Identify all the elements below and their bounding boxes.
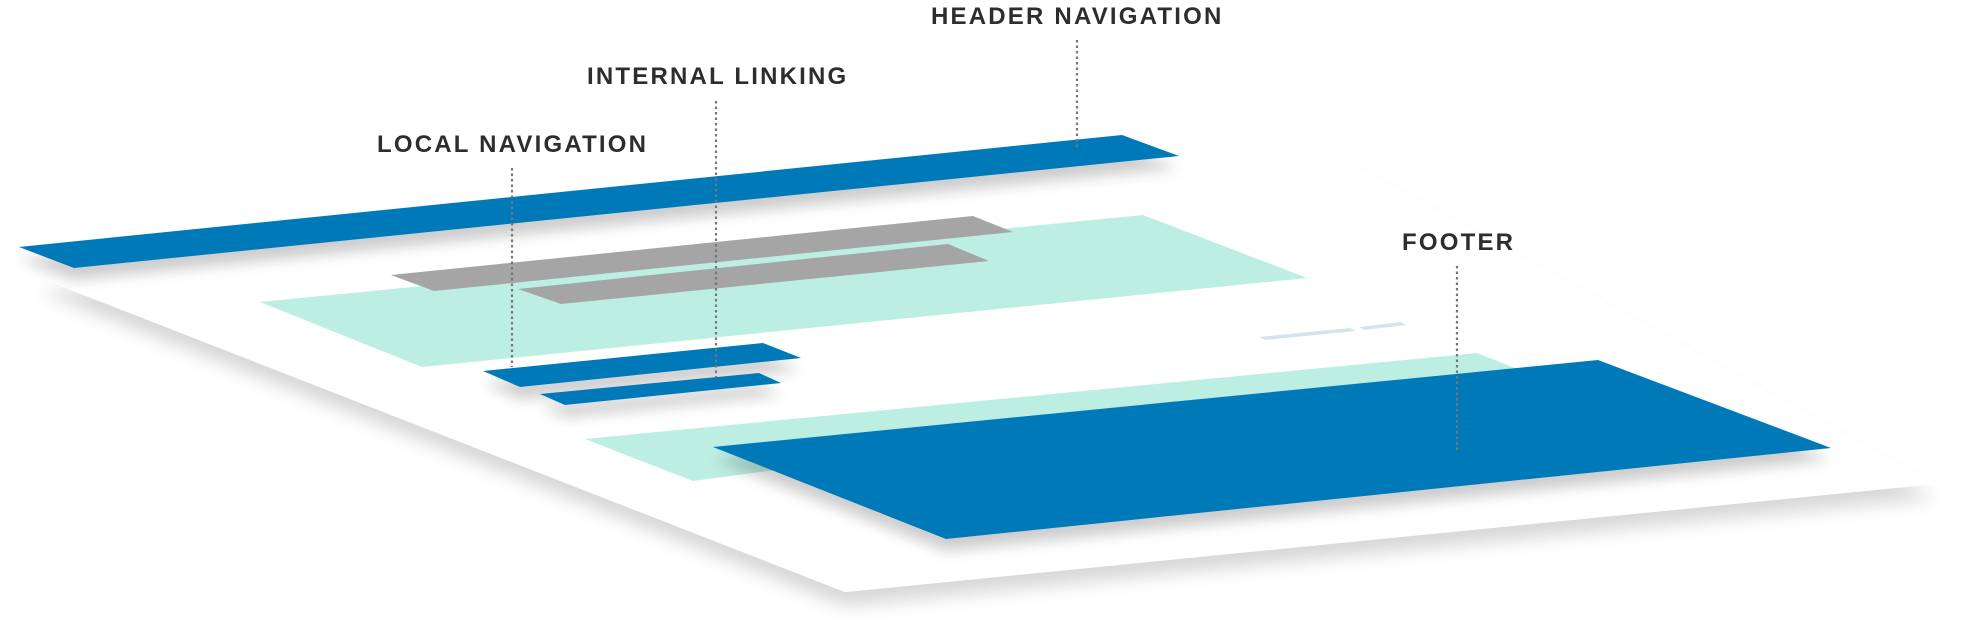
local-navigation-label: LOCAL NAVIGATION [377,131,648,158]
pale-divider-2 [1359,322,1406,330]
pale-divider-1 [1259,328,1356,340]
header-navigation-label: HEADER NAVIGATION [931,3,1224,30]
content-band-top [260,215,1307,367]
local-nav-bar-2 [540,373,781,405]
footer-label: FOOTER [1402,229,1515,256]
internal-link-bar-1 [391,216,1013,291]
internal-linking-label: INTERNAL LINKING [587,63,848,90]
local-nav-bar-1 [483,343,801,387]
footer-layer [713,360,1831,539]
internal-link-bar-2 [518,244,989,304]
header-nav-layer [19,135,1179,268]
